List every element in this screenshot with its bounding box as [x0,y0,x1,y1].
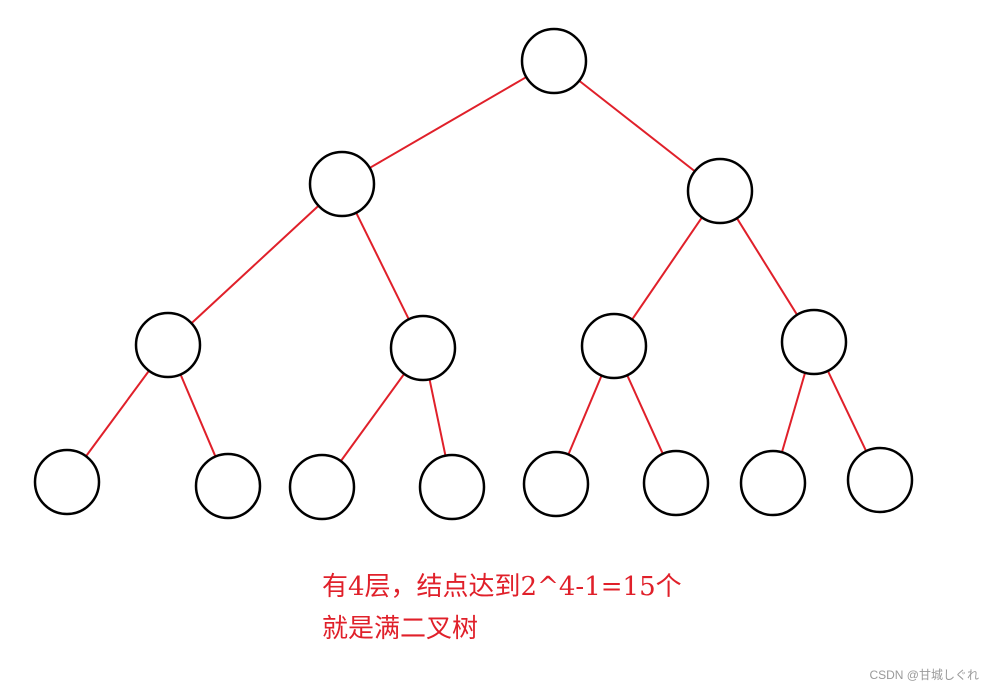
tree-edge [631,216,703,321]
tree-edge [826,370,868,452]
tree-node [134,311,202,379]
annotation-line-2: 就是满二叉树 [322,614,479,644]
tree-edge [369,76,527,169]
tree-node [194,452,262,520]
tree-edge [428,379,447,456]
tree-node [522,450,590,518]
tree-node [642,449,710,517]
tree-node-root [520,27,588,95]
tree-node [580,312,648,380]
tree-node [846,446,914,514]
tree-node [389,314,457,382]
tree-node [33,448,101,516]
tree-node [418,453,486,521]
tree-edge [736,217,798,316]
tree-node [686,157,754,225]
tree-node [288,453,356,521]
tree-edge [567,375,603,455]
tree-edge [190,204,320,325]
tree-edge [780,372,807,453]
annotation-line-1: 有4层，结点达到2^4-1=15个 [322,572,682,602]
tree-edge [179,374,217,457]
tree-node [780,308,848,376]
tree-edge [340,373,405,462]
tree-edge [355,212,410,320]
tree-node [308,150,376,218]
tree-edge [626,374,664,455]
tree-node [739,449,807,517]
tree-edge [85,370,150,457]
tree-edge [578,79,696,173]
watermark: CSDN @甘城しぐれ [869,668,979,682]
